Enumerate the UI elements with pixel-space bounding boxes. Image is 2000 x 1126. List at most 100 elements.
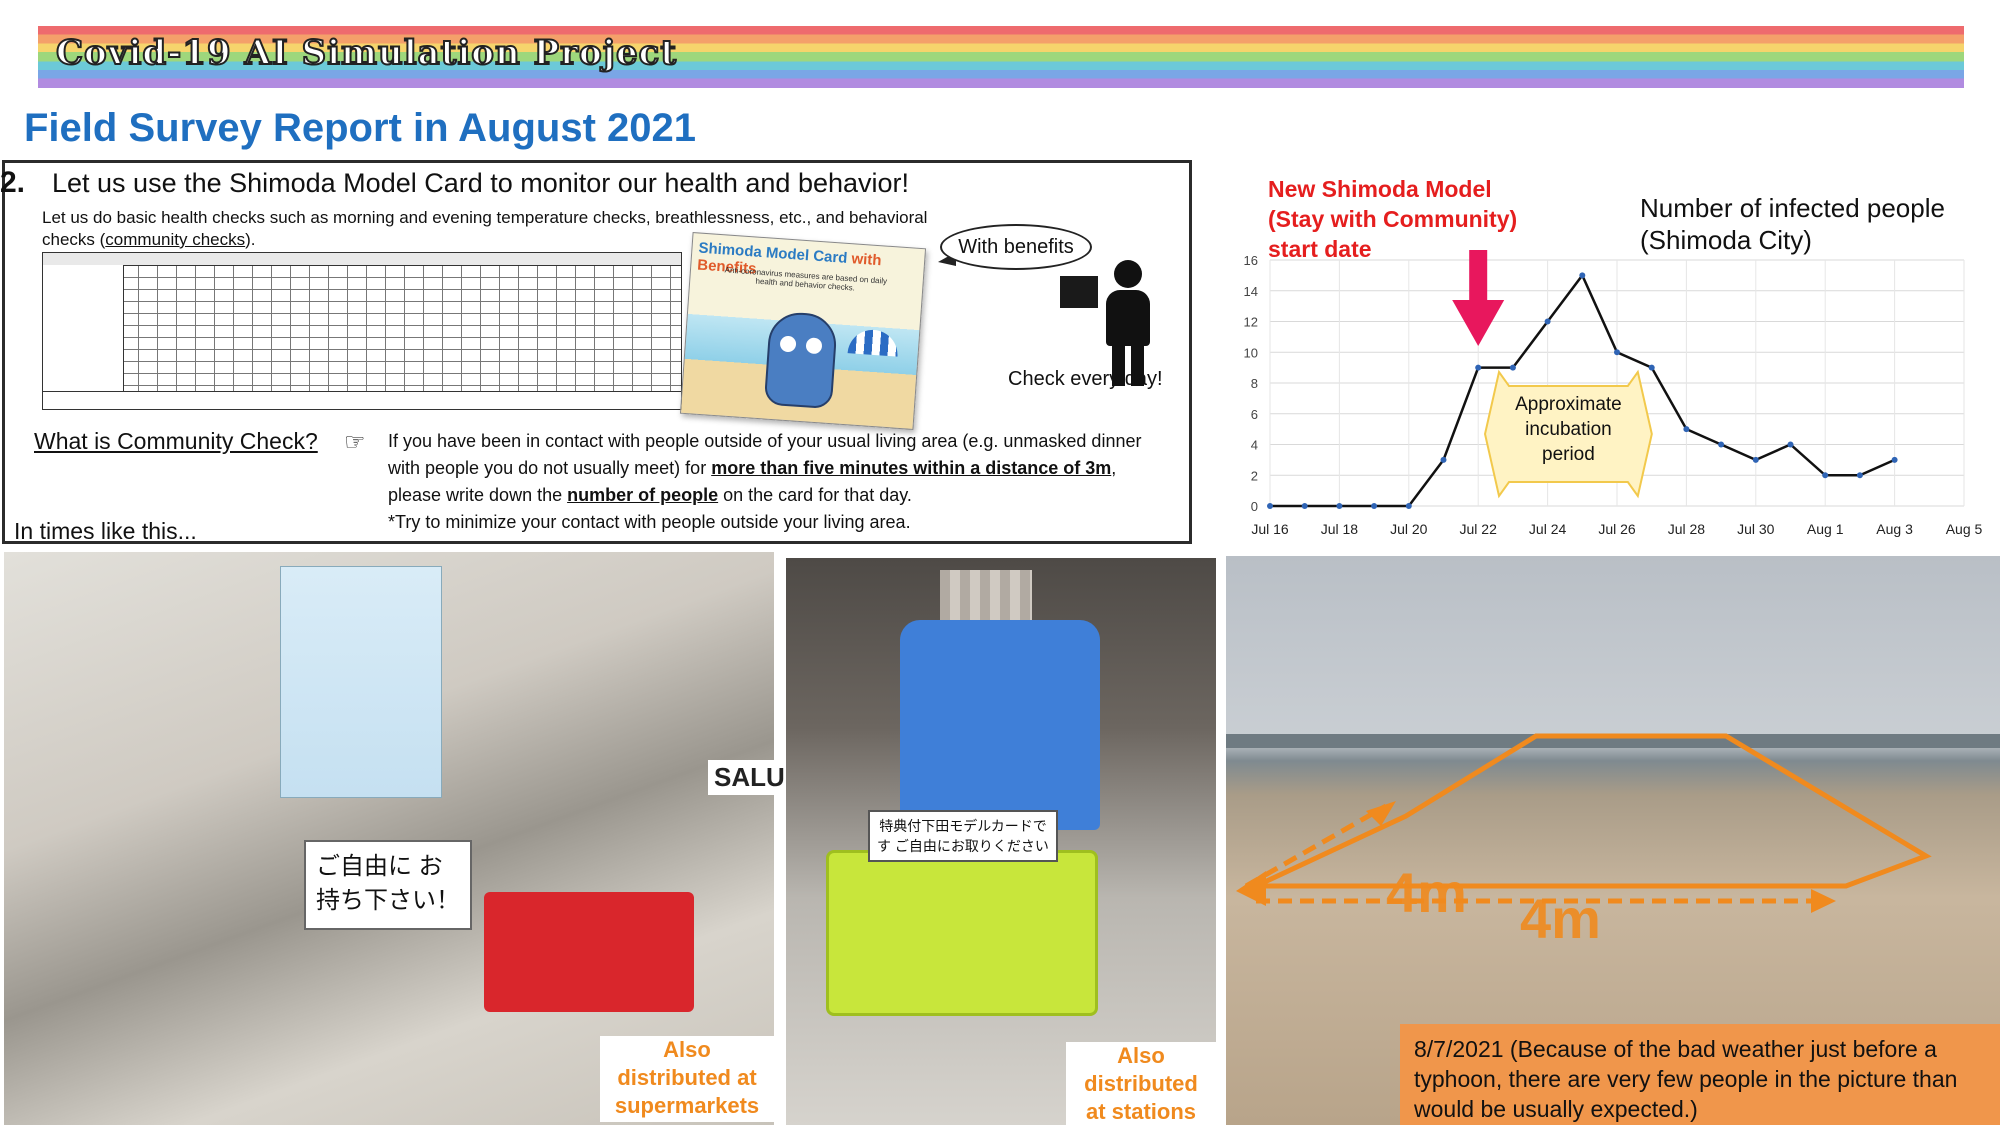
y-tick-label: 8 (1251, 376, 1258, 391)
data-point (1544, 318, 1551, 325)
section-number: 2. (0, 166, 26, 199)
supermarket-label-2: distributed at (617, 1065, 757, 1090)
distance-line-a (1244, 803, 1388, 889)
data-point (1371, 503, 1378, 509)
banner-title: Covid-19 AI Simulation Project (55, 32, 678, 74)
data-point (1301, 503, 1308, 509)
red-basket (484, 892, 694, 1012)
incubation-label: incubation (1525, 419, 1612, 440)
section-heading: Let us use the Shimoda Model Card to mon… (52, 168, 910, 198)
data-point (1509, 364, 1516, 371)
x-tick-label: Jul 30 (1737, 521, 1775, 537)
data-point (1822, 472, 1829, 479)
data-point (1683, 426, 1690, 433)
person-icon-legs (1112, 344, 1144, 386)
community-check-link: What is Community Check? (34, 428, 318, 454)
x-tick-label: Jul 28 (1668, 521, 1706, 537)
annotation-line-1: New Shimoda Model (1268, 176, 1492, 202)
arrow-head-left (1236, 871, 1266, 906)
arrow-head (1452, 300, 1505, 346)
chart-red-annotation: New Shimoda Model (Stay with Community) … (1268, 174, 1517, 264)
pointing-hand-icon: ☞ (344, 429, 366, 456)
table-footnote (43, 391, 681, 409)
y-tick-label: 12 (1244, 315, 1258, 330)
data-point (1891, 456, 1898, 463)
mascot-icon (763, 310, 839, 410)
data-point (1648, 364, 1655, 371)
check-every-day-text: Check every day! (1008, 368, 1163, 390)
cc-line-2: with people you do not usually meet) for… (388, 455, 1188, 482)
section-intro: Let us do basic health checks such as mo… (42, 207, 942, 251)
data-point (1752, 456, 1759, 463)
intro-post: ). (245, 230, 256, 249)
x-tick-label: Aug 5 (1946, 521, 1983, 537)
arrow-shaft (1469, 250, 1488, 302)
y-tick-label: 10 (1244, 345, 1258, 360)
cc-line-3-bold: number of people (567, 485, 719, 505)
cc-line-3: please write down the number of people o… (388, 482, 1188, 509)
basket-sign: 特典付下田モデルカードです ご自由にお取りください (868, 810, 1058, 862)
x-tick-label: Jul 18 (1321, 521, 1359, 537)
x-tick-label: Jul 22 (1460, 521, 1498, 537)
arrow-head-up (1366, 801, 1396, 826)
cc-line-3-pre: please write down the (388, 485, 568, 505)
distance-label-a: 4m (1386, 861, 1467, 924)
data-point (1579, 272, 1586, 279)
health-card-table (42, 252, 682, 410)
station-label: Also distributed at stations (1066, 1042, 1216, 1125)
annotation-line-2: (Stay with Community) (1268, 206, 1518, 232)
incubation-arrow-box (1483, 369, 1653, 499)
free-take-sign: ご自由に お持ち下さい！ (304, 840, 472, 930)
clipboard-icon (1060, 276, 1098, 308)
data-point (1440, 456, 1447, 463)
station-label-3: at stations (1085, 1099, 1197, 1124)
sale-sign: SALU (708, 760, 791, 795)
arrow-head-right (1811, 889, 1836, 913)
x-tick-label: Jul 26 (1598, 521, 1636, 537)
y-tick-label: 2 (1251, 468, 1258, 483)
supermarket-label: Also distributed at supermarkets (600, 1036, 774, 1122)
cc-line-4: *Try to minimize your contact with peopl… (388, 512, 911, 532)
y-tick-label: 4 (1251, 438, 1258, 453)
intro-pre: Let us do basic health checks such as mo… (42, 208, 928, 249)
x-tick-label: Jul 20 (1390, 521, 1428, 537)
table-symptom-column (43, 265, 124, 409)
distance-label-b: 4m (1520, 887, 1601, 950)
supermarket-label-1: Also (663, 1037, 711, 1062)
shimoda-model-card-image: Shimoda Model Card with Benefits Anti-co… (679, 232, 927, 430)
data-point (1475, 364, 1482, 371)
data-point (1267, 503, 1273, 509)
data-point (1405, 503, 1412, 509)
speech-bubble: With benefits (940, 224, 1092, 270)
cc-line-3-post: on the card for that day. (718, 485, 912, 505)
sea-horizon (1226, 734, 2000, 748)
x-tick-label: Aug 3 (1876, 521, 1913, 537)
cc-line-2-post: , (1111, 458, 1117, 478)
annotation-line-3: start date (1268, 236, 1372, 262)
y-tick-label: 14 (1244, 284, 1258, 299)
data-point (1336, 503, 1343, 509)
in-times-text: In times like this... (14, 518, 197, 544)
table-header-row (43, 253, 681, 266)
y-tick-label: 6 (1251, 407, 1258, 422)
data-point (1718, 441, 1725, 448)
distance-lines (1236, 733, 1932, 913)
incubation-label: Approximate (1515, 394, 1622, 415)
station-label-1: Also (1117, 1043, 1165, 1068)
supermarket-label-3: supermarkets (614, 1093, 760, 1118)
chart-title: Number of infected people (Shimoda City) (1640, 192, 1945, 256)
data-point (1856, 472, 1863, 479)
data-point (1614, 349, 1620, 356)
x-tick-label: Jul 24 (1529, 521, 1567, 537)
cc-line-2-pre: with people you do not usually meet) for (388, 458, 712, 478)
cc-line-2-bold: more than five minutes within a distance… (711, 458, 1112, 478)
person-icon-head (1114, 260, 1142, 288)
incubation-label: period (1542, 444, 1595, 465)
y-tick-label: 16 (1244, 253, 1258, 268)
cc-line-1: If you have been in contact with people … (388, 431, 1142, 451)
chart-title-line-1: Number of infected people (1640, 193, 1945, 223)
rainbow-banner (38, 26, 1964, 88)
blue-vest (900, 620, 1100, 830)
parasol-icon (847, 328, 900, 357)
